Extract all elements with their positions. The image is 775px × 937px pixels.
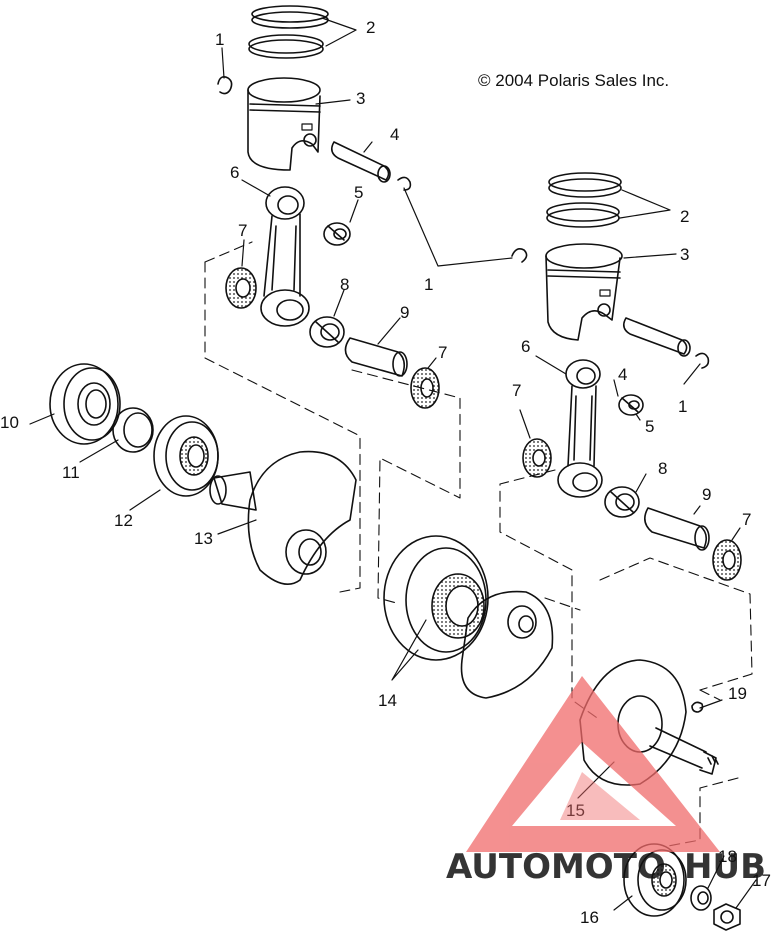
watermark-triangle-icon (466, 676, 720, 852)
circlip-upper-left (217, 76, 233, 95)
callout-6: 6 (230, 163, 239, 182)
callout-14: 14 (378, 691, 397, 710)
callout-9: 9 (400, 303, 409, 322)
piston-pin-upper (330, 141, 391, 183)
circlip-upper-right (397, 176, 412, 191)
piston-rings-upper (248, 5, 329, 59)
spacer-ring (112, 407, 154, 453)
callout-16: 16 (580, 908, 599, 927)
needle-bearing-right-small (618, 394, 644, 416)
callout-9: 9 (702, 485, 711, 504)
callout-7: 7 (512, 381, 521, 400)
piston-rings-right (546, 172, 622, 228)
callout-7: 7 (438, 343, 447, 362)
piston-pin-right (622, 317, 691, 357)
callout-1: 1 (215, 30, 224, 49)
main-bearing-inner (153, 415, 219, 497)
lock-washer (690, 885, 712, 911)
crank-pin-upper (344, 337, 408, 377)
connecting-rod-upper (260, 186, 310, 327)
callout-12: 12 (114, 511, 133, 530)
connecting-rod-right (557, 359, 603, 498)
crank-pin-right (644, 507, 710, 551)
callout-5: 5 (645, 417, 654, 436)
callout-2: 2 (366, 18, 375, 37)
callout-4: 4 (618, 365, 627, 384)
callout-7: 7 (742, 510, 751, 529)
callout-17: 17 (752, 871, 771, 890)
woodruff-key (691, 701, 704, 713)
callout-4: 4 (390, 125, 399, 144)
leader-lines (29, 17, 757, 911)
piston-upper (247, 77, 321, 171)
washer-right-left (522, 438, 552, 478)
main-bearing-outer (49, 363, 121, 445)
watermark-text-1: AUTOMOTO (446, 847, 666, 887)
callout-labels: 1 2 3 4 6 5 7 8 9 7 1 2 3 6 4 1 7 5 8 9 … (0, 18, 771, 927)
watermark-text-2: HUB (684, 847, 766, 887)
callout-11: 11 (62, 463, 80, 482)
watermark (466, 676, 720, 852)
callout-15: 15 (566, 801, 585, 820)
callout-8: 8 (658, 459, 667, 478)
callout-7: 7 (238, 221, 247, 240)
washer-upper-left (225, 267, 257, 309)
watermark-inner-triangle-icon (560, 772, 640, 820)
callout-6: 6 (521, 337, 530, 356)
nut (713, 903, 741, 931)
circlip-right-right (695, 352, 710, 369)
needle-bearing-right-large (604, 486, 640, 518)
crank-web-center (383, 535, 554, 699)
callout-18: 18 (718, 847, 737, 866)
callout-8: 8 (340, 275, 349, 294)
washer-upper-right (410, 367, 440, 409)
washer-right-right (712, 539, 742, 581)
callout-1: 1 (424, 275, 433, 294)
callout-1: 1 (678, 397, 687, 416)
needle-bearing-upper-small (323, 222, 351, 246)
callout-3: 3 (356, 89, 365, 108)
callout-10: 10 (0, 413, 19, 432)
callout-19: 19 (728, 684, 747, 703)
needle-bearing-upper-large (309, 316, 345, 348)
crankshaft-half-left (209, 450, 357, 586)
circlip-path-line (403, 187, 513, 267)
callout-13: 13 (194, 529, 213, 548)
piston-right (545, 243, 623, 341)
copyright-text: © 2004 Polaris Sales Inc. (478, 71, 669, 90)
callout-2: 2 (680, 207, 689, 226)
callout-5: 5 (354, 183, 363, 202)
callout-3: 3 (680, 245, 689, 264)
circlip-right-left (511, 248, 528, 263)
